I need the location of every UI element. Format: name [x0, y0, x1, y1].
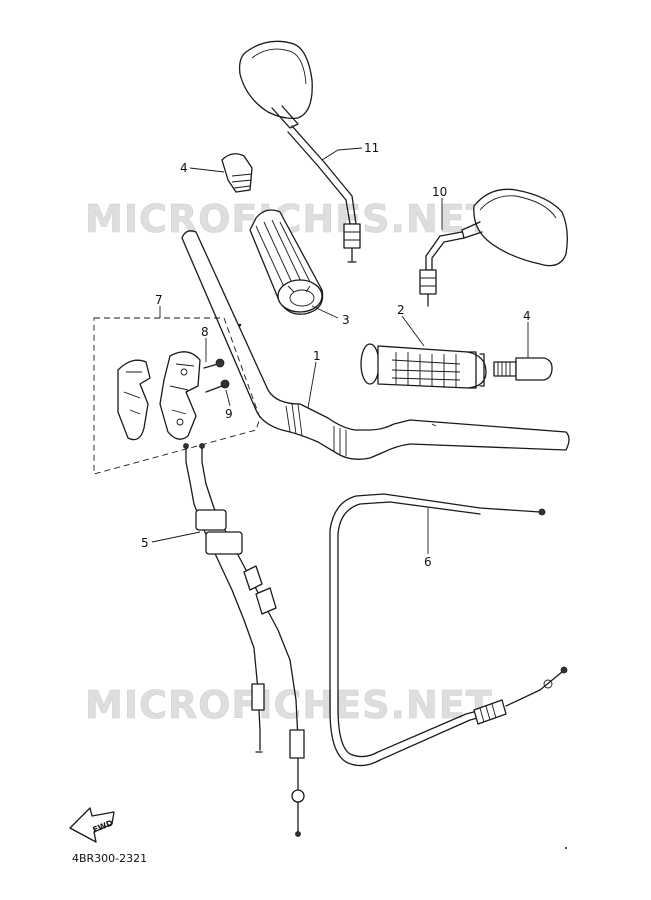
left-mirror: [238, 40, 361, 263]
switch-assembly-box: [93, 317, 261, 475]
screw-9: [205, 379, 230, 393]
part-labels: 11 10 4 3 2 4 7 8 9 1 5 6: [141, 141, 531, 569]
label-part-11: 11: [364, 141, 379, 155]
label-part-10: 10: [432, 185, 447, 199]
watermark-bottom: MICROFICHES.NET: [85, 683, 493, 727]
throttle-cables: [183, 443, 305, 837]
bar-end-weight-right: [493, 357, 553, 381]
label-part-9: 9: [225, 407, 233, 421]
label-part-2: 2: [397, 303, 405, 317]
throttle-housing: [117, 351, 201, 441]
screw-8: [203, 358, 225, 369]
label-part-4-right: 4: [523, 309, 531, 323]
forward-arrow: FWD: [69, 807, 115, 843]
label-part-8: 8: [201, 325, 209, 339]
right-grip: [360, 343, 487, 389]
label-part-3: 3: [342, 313, 350, 327]
right-mirror: [419, 188, 568, 307]
clutch-cable: [329, 493, 568, 767]
callout-lines: [151, 147, 529, 554]
left-grip: [249, 209, 324, 315]
bar-end-weight-upper: [221, 153, 253, 193]
label-part-4-upper: 4: [180, 161, 188, 175]
label-part-5: 5: [141, 536, 149, 550]
label-part-7: 7: [155, 293, 163, 307]
label-part-1: 1: [313, 349, 321, 363]
handlebar: [181, 230, 570, 460]
diagram-code: 4BR300-2321: [72, 852, 147, 865]
watermark-top: MICROFICHES.NET: [85, 197, 493, 241]
label-part-6: 6: [424, 555, 432, 569]
